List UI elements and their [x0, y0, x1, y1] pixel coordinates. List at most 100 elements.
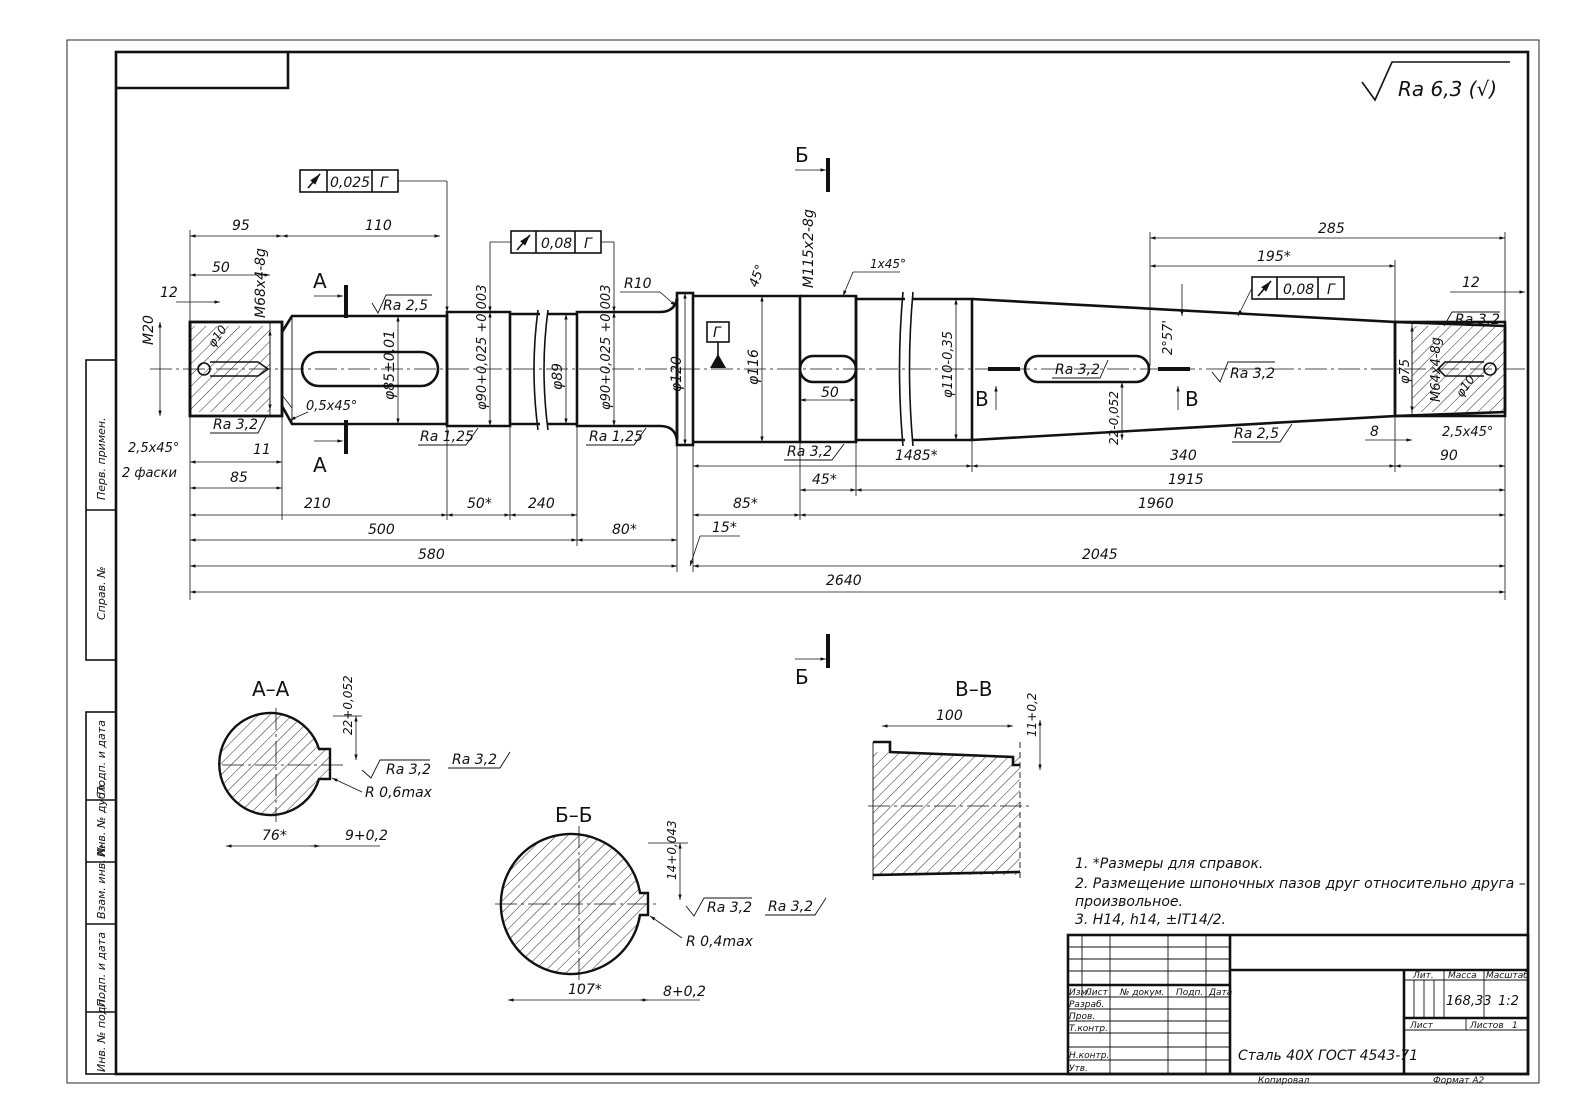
dim-45s: 45* — [812, 472, 837, 488]
dim-15s: 15* — [712, 520, 737, 536]
stamp-podp-1: Подп. и дата — [95, 720, 108, 795]
dim-phi116: φ116 — [746, 349, 762, 385]
tb-nkontr: Н.контр. — [1069, 1051, 1109, 1061]
bb-ra-2: Ra 3,2 — [768, 899, 813, 915]
bb-dim-107: 107* — [568, 982, 602, 998]
runout-3-datum: Г — [1327, 282, 1336, 298]
dim-1x45: 1x45° — [870, 257, 906, 271]
roughness-callouts: Ra 2,5 Ra 3,2 Ra 1,25 Ra 1,25 Ra 3,2 Ra … — [210, 294, 1500, 461]
ra-2: Ra 3,2 — [213, 417, 258, 433]
note-1: 1. *Размеры для справок. — [1075, 856, 1263, 872]
ra-8: Ra 2,5 — [1234, 426, 1279, 442]
dim-95: 95 — [232, 218, 250, 234]
vv-dim-100: 100 — [936, 708, 963, 724]
general-roughness-text: Ra 6,3 (√) — [1398, 77, 1497, 101]
section-bb: Б–Б 14+0,043 Ra 3,2 Ra 3,2 R 0,4max 107*… — [495, 803, 827, 1002]
aa-dim-76: 76* — [262, 828, 287, 844]
dim-50: 50 — [212, 260, 230, 276]
dimension-texts: 95 110 50 12 M20 M68x4-8g φ10 φ85±0,01 φ… — [122, 209, 1493, 589]
tb-sheets-count: 1 — [1512, 1021, 1518, 1031]
b-marker-bottom: Б — [795, 665, 809, 689]
dim-12-right: 12 — [1462, 275, 1480, 291]
dim-340: 340 — [1170, 448, 1197, 464]
dim-1915: 1915 — [1168, 472, 1204, 488]
dim-r10: R10 — [624, 276, 652, 292]
technical-notes: 1. *Размеры для справок. 2. Размещение ш… — [1075, 856, 1526, 928]
bb-ra-1: Ra 3,2 — [707, 900, 752, 916]
a-marker-top: А — [313, 269, 327, 293]
runout-2-datum: Г — [584, 236, 593, 252]
tb-razrab: Разраб. — [1069, 1000, 1104, 1010]
dim-85: 85 — [230, 470, 248, 486]
a-marker-bottom: А — [313, 453, 327, 477]
dim-50-slot: 50 — [821, 385, 839, 401]
tb-scale-label: Масштаб — [1486, 971, 1529, 981]
dim-110: 110 — [365, 218, 392, 234]
tb-sheets: Листов — [1469, 1021, 1504, 1031]
dim-phi110: φ110-0,35 — [941, 331, 956, 398]
bb-dim-14: 14+0,043 — [665, 820, 679, 880]
dim-11: 11 — [253, 442, 271, 458]
ra-7: Ra 3,2 — [1230, 366, 1275, 382]
v-marker-left: В — [975, 387, 989, 411]
dim-8: 8 — [1370, 424, 1379, 440]
runout-1-value: 0,025 — [330, 175, 370, 191]
dim-195: 195* — [1257, 249, 1291, 265]
dim-85s: 85* — [733, 496, 758, 512]
dim-12: 12 — [160, 285, 178, 301]
stamp-sprav: Справ. № — [95, 566, 108, 620]
tb-izm: Изм. — [1069, 988, 1090, 998]
dim-phi120: φ120 — [669, 356, 685, 392]
stamp-inv-dubl: Инв. № дубл. — [95, 782, 108, 857]
dim-phi89: φ89 — [550, 363, 566, 390]
dim-phi90-right: φ90+0,025 +0,003 — [599, 285, 614, 410]
ra-5: Ra 3,2 — [787, 444, 832, 460]
aa-r06: R 0,6max — [365, 785, 433, 801]
tolerance-frames: 0,025 Г 0,08 Г 0,08 Г Г — [299, 169, 1345, 368]
side-stamp: Перв. примен. Справ. № Подп. и дата Инв.… — [85, 359, 117, 1075]
dim-phi90-left: φ90+0,025 +0,003 — [475, 285, 490, 410]
dim-285: 285 — [1318, 221, 1345, 237]
dim-50s: 50* — [467, 496, 492, 512]
dim-05x45: 0,5x45° — [306, 399, 357, 414]
tb-tkontr: Т.контр. — [1069, 1024, 1108, 1034]
bb-r04: R 0,4max — [686, 934, 754, 950]
section-bb-title: Б–Б — [555, 803, 592, 827]
dim-m64: M64x4-8g — [1429, 337, 1444, 402]
datum-g: Г — [713, 325, 722, 341]
dim-22-key: 22-0,052 — [1107, 391, 1121, 445]
v-marker-right: В — [1185, 387, 1199, 411]
tb-format: Формат А2 — [1433, 1076, 1485, 1086]
title-block: Изм. Лист № докум. Подп. Дата Разраб. Пр… — [1066, 933, 1530, 1086]
ra-6: Ra 3,2 — [1055, 362, 1100, 378]
stamp-perv: Перв. примен. — [95, 417, 108, 500]
general-roughness: Ra 6,3 (√) — [1361, 61, 1510, 102]
vv-dim-11: 11+0,2 — [1025, 693, 1039, 737]
note-3: 3. H14, h14, ±IT14/2. — [1075, 912, 1226, 928]
tb-sign: Подп. — [1176, 988, 1203, 998]
runout-1-datum: Г — [380, 175, 389, 191]
section-aa: А–А 22+0,052 Ra 3,2 Ra 3,2 R 0,6max 76* … — [218, 675, 511, 848]
dim-2deg57: 2°57' — [1161, 320, 1176, 355]
tb-lit: Лит. — [1412, 971, 1434, 981]
tb-sheet: Лист — [1409, 1021, 1434, 1031]
dim-m20: M20 — [141, 315, 157, 345]
section-markers: Б Б А А В В — [313, 143, 1199, 689]
dim-phi75: φ75 — [1398, 359, 1413, 384]
note-2-cont: произвольное. — [1075, 894, 1183, 910]
stamp-podp-2: Подп. и дата — [95, 932, 108, 1007]
tb-date: Дата — [1208, 988, 1232, 998]
aa-dim-22: 22+0,052 — [341, 675, 355, 735]
dim-240: 240 — [528, 496, 555, 512]
b-marker-top: Б — [795, 143, 809, 167]
aa-ra-1: Ra 3,2 — [386, 762, 431, 778]
stamp-vzam: Взам. инв. № — [95, 844, 108, 919]
dim-2-faski: 2 фаски — [122, 466, 177, 481]
note-2: 2. Размещение шпоночных пазов друг относ… — [1075, 876, 1526, 892]
section-vv-title: В–В — [955, 677, 992, 701]
runout-3-value: 0,08 — [1283, 282, 1314, 298]
tb-prov: Пров. — [1069, 1012, 1095, 1022]
aa-dim-9: 9+0,2 — [345, 828, 388, 844]
dim-1960: 1960 — [1138, 496, 1174, 512]
